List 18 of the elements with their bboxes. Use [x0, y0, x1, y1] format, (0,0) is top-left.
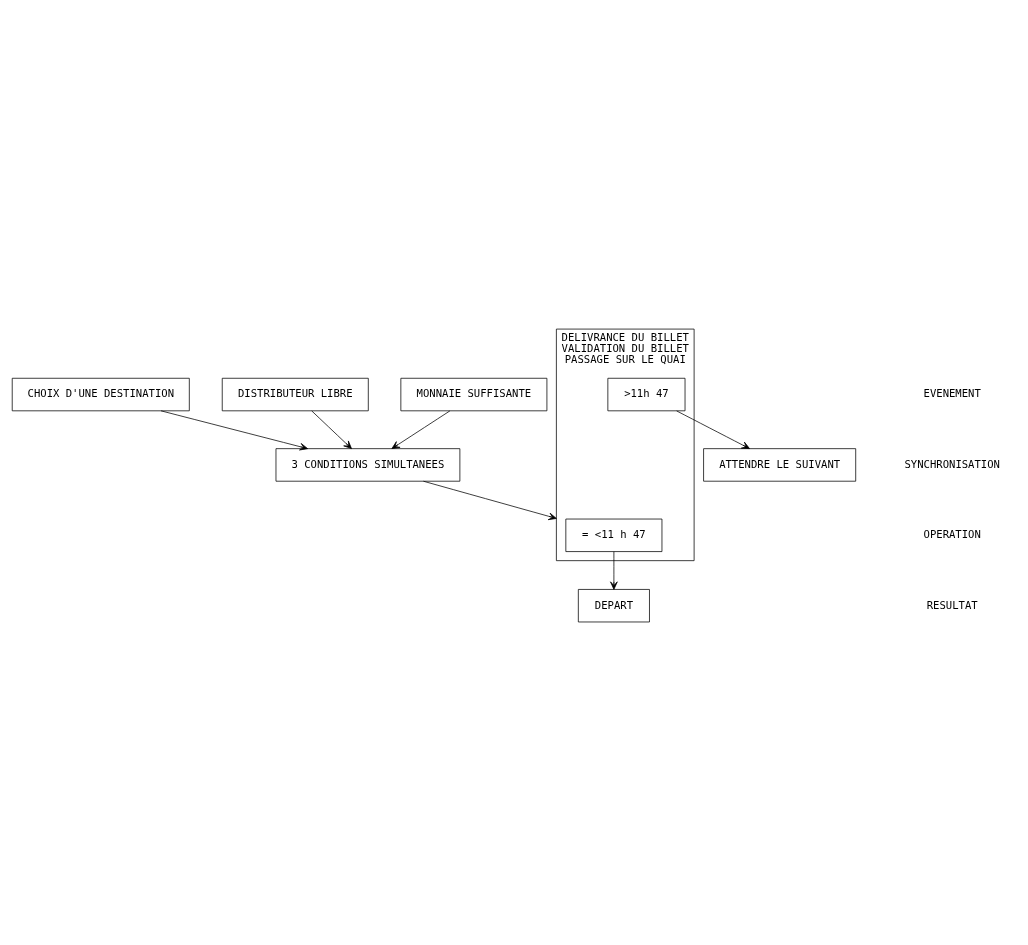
- node-box: CHOIX D'UNE DESTINATION: [11, 377, 190, 412]
- node-box: DEPART: [577, 589, 650, 623]
- arrow: [610, 551, 618, 590]
- label: OPERATION: [923, 528, 981, 541]
- node-box: = <11 h 47: [565, 518, 663, 552]
- arrow: [391, 410, 451, 449]
- label: RESULTAT: [926, 598, 978, 611]
- node-box: ATTENDRE LE SUIVANT: [703, 448, 857, 482]
- node-box: >11h 47: [607, 377, 686, 412]
- arrow: [160, 410, 308, 451]
- label: EVENEMENT: [923, 387, 981, 400]
- arrow: [676, 410, 750, 449]
- label: SYNCHRONISATION: [904, 457, 1000, 470]
- node-box: DISTRIBUTEUR LIBRE: [221, 377, 369, 412]
- node-box: MONNAIE SUFFISANTE: [400, 377, 548, 412]
- node-box: 3 CONDITIONS SIMULTANEES: [275, 448, 461, 482]
- arrow: [423, 480, 557, 521]
- arrow: [311, 410, 352, 449]
